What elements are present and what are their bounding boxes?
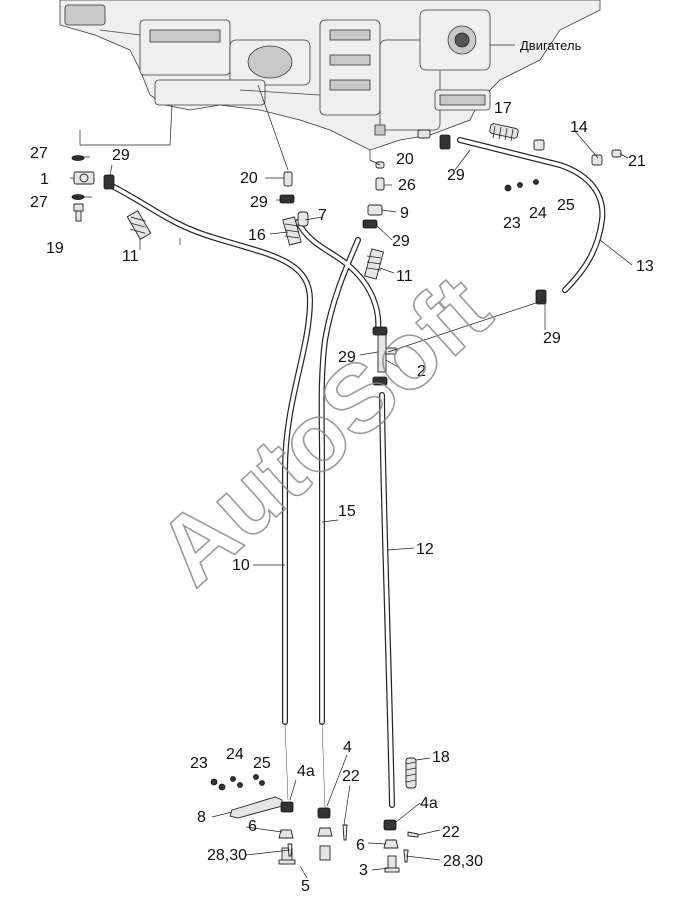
nipple-26 — [375, 177, 385, 191]
spring-16 — [282, 216, 302, 246]
clamp-4a-right — [383, 819, 397, 831]
nut-6-right — [383, 839, 399, 849]
label-29-left: 29 — [112, 147, 130, 164]
clamp-4a-left — [280, 801, 294, 813]
label-4a-right: 4а — [420, 795, 438, 812]
plug-21 — [611, 149, 622, 158]
bolt-3 — [384, 855, 400, 873]
label-19: 19 — [46, 240, 64, 257]
label-5: 5 — [301, 878, 310, 895]
label-17: 17 — [494, 100, 512, 117]
label-7: 7 — [318, 207, 327, 224]
label-10: 10 — [232, 557, 250, 574]
label-16: 16 — [248, 227, 266, 244]
label-engine: Двигатель — [520, 38, 582, 53]
label-1: 1 — [40, 171, 49, 188]
hardware-23-24-25-top — [504, 179, 539, 192]
label-29-right: 29 — [543, 330, 561, 347]
hardware-23-24-25-bottom — [210, 774, 265, 791]
label-13: 13 — [636, 258, 654, 275]
label-28-30-right: 28,30 — [443, 853, 483, 870]
label-6-right: 6 — [356, 837, 365, 854]
clamp-29-f — [535, 289, 547, 305]
label-6-left: 6 — [248, 818, 257, 835]
label-9: 9 — [400, 205, 409, 222]
label-25-top: 25 — [557, 197, 575, 214]
spring-11-right — [364, 248, 384, 280]
fitting-top-right — [417, 129, 431, 139]
fitting-9 — [367, 204, 383, 216]
label-25-bottom: 25 — [253, 755, 271, 772]
nut-6-left — [278, 827, 333, 839]
label-18: 18 — [432, 749, 450, 766]
bolt-19 — [73, 203, 84, 222]
bolt-5 — [278, 845, 331, 865]
label-2: 2 — [417, 363, 426, 380]
label-11-right: 11 — [396, 268, 413, 285]
fitting-14 — [533, 139, 603, 166]
label-27-top: 27 — [30, 145, 48, 162]
bolt-20-left — [283, 171, 293, 187]
label-28-30-left: 28,30 — [207, 847, 247, 864]
label-14: 14 — [570, 119, 588, 136]
label-24-top: 24 — [529, 205, 547, 222]
leader-lines — [70, 44, 633, 879]
clamp-4 — [317, 807, 331, 819]
label-23-top: 23 — [503, 215, 521, 232]
clamp-29-c — [362, 219, 378, 229]
label-29-center: 29 — [392, 233, 410, 250]
clamp-29-e — [103, 174, 115, 190]
bracket-8 — [229, 796, 283, 819]
label-11-left: 11 — [122, 248, 139, 265]
clamp-29-a — [372, 326, 388, 336]
label-27-bottom: 27 — [30, 194, 48, 211]
clamp-29-g — [439, 134, 451, 150]
spring-11-left — [126, 210, 152, 240]
label-26: 26 — [398, 177, 416, 194]
hose-15 — [295, 219, 382, 725]
label-3: 3 — [359, 862, 368, 879]
label-8: 8 — [197, 809, 206, 826]
label-21: 21 — [628, 153, 646, 170]
clamp-29-d — [279, 194, 295, 204]
label-22-top: 22 — [342, 768, 360, 785]
label-20-right: 20 — [396, 151, 414, 168]
spring-17 — [489, 123, 519, 142]
callout-labels: Двигатель 27 29 1 27 19 11 20 29 16 7 20… — [30, 38, 654, 895]
label-15: 15 — [338, 503, 356, 520]
clamp-29-b — [372, 376, 388, 386]
label-4a-left: 4а — [297, 763, 315, 780]
hose-13 — [457, 137, 606, 293]
label-12: 12 — [416, 541, 434, 558]
pin-22 — [342, 824, 419, 841]
label-4: 4 — [343, 739, 352, 756]
fitting-7 — [297, 211, 309, 227]
label-29-top-right: 29 — [447, 167, 465, 184]
label-29-tee: 29 — [338, 349, 356, 366]
label-24-bottom: 24 — [226, 746, 244, 763]
hose-10 — [107, 182, 314, 725]
label-23-bottom: 23 — [190, 755, 208, 772]
washer-27-top — [71, 155, 85, 161]
hose-12 — [379, 392, 395, 808]
label-20-left: 20 — [240, 170, 258, 187]
engine-block — [59, 0, 601, 151]
fitting-1 — [73, 171, 95, 185]
spring-18 — [405, 757, 417, 789]
label-22-bottom: 22 — [442, 824, 460, 841]
label-29-mid: 29 — [250, 194, 268, 211]
